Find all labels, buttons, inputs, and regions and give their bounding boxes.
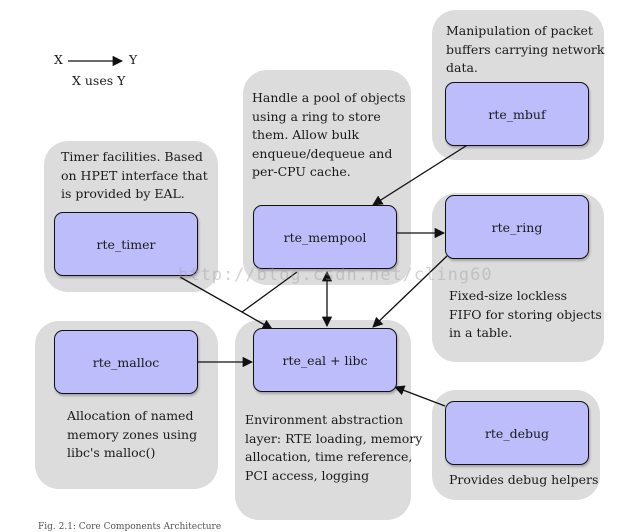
- node-rte-eal-label: rte_eal + libc: [282, 352, 368, 368]
- desc-rte-timer: Timer facilities. Based on HPET interfac…: [61, 149, 208, 201]
- desc-rte-malloc: Allocation of named memory zones using l…: [67, 408, 198, 460]
- edge-mempool-to-eal: [241, 271, 298, 313]
- node-rte-malloc-label: rte_malloc: [92, 354, 160, 370]
- desc-rte-eal: Environment abstraction layer: RTE loadi…: [245, 412, 423, 483]
- node-rte-malloc: rte_malloc: [54, 330, 198, 394]
- watermark-text: http://blog.csdn.net/cling60: [178, 265, 493, 285]
- edge-debug-to-eal: [394, 385, 446, 407]
- desc-rte-debug: Provides debug helpers: [449, 472, 599, 487]
- legend-y-label: Y: [129, 52, 138, 67]
- node-rte-mempool: rte_mempool: [253, 205, 397, 269]
- desc-rte-mbuf: Manipulation of packet buffers carrying …: [446, 23, 605, 75]
- desc-rte-mempool: Handle a pool of objects using a ring to…: [252, 90, 406, 179]
- legend-caption: X uses Y: [72, 73, 126, 88]
- edge-mbuf-to-mempool: [372, 143, 470, 206]
- node-rte-ring-label: rte_ring: [491, 219, 543, 235]
- figure-caption: Fig. 2.1: Core Components Architecture: [38, 522, 222, 532]
- edge-timer-to-eal: [179, 276, 273, 330]
- edge-ring-to-eal: [372, 255, 448, 328]
- node-rte-mempool-label: rte_mempool: [283, 229, 367, 245]
- node-rte-debug-label: rte_debug: [484, 425, 550, 441]
- node-rte-eal: rte_eal + libc: [253, 328, 397, 392]
- node-rte-timer-label: rte_timer: [96, 236, 156, 252]
- node-rte-debug: rte_debug: [445, 401, 589, 465]
- node-rte-timer: rte_timer: [54, 212, 198, 276]
- desc-rte-ring: Fixed-size lockless FIFO for storing obj…: [449, 288, 602, 340]
- legend-x-label: X: [54, 52, 63, 67]
- node-rte-mbuf-label: rte_mbuf: [488, 106, 546, 122]
- node-rte-ring: rte_ring: [445, 195, 589, 259]
- node-rte-mbuf: rte_mbuf: [445, 82, 589, 146]
